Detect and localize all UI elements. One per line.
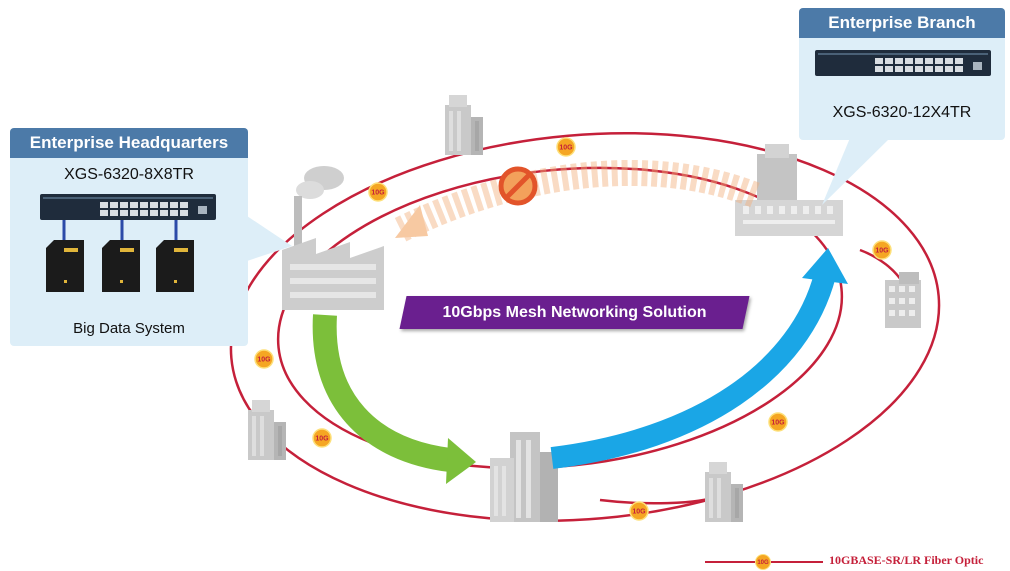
branch-callout: Enterprise Branch XGS-6320-12X4TR xyxy=(799,8,1005,140)
solution-banner: 10Gbps Mesh Networking Solution xyxy=(399,296,750,329)
server-icon xyxy=(156,240,194,292)
link-badge-label: 10G xyxy=(315,436,329,443)
server-icon xyxy=(46,240,84,292)
link-badge-label: 10G xyxy=(771,420,785,427)
green-flow-arrowhead xyxy=(446,438,476,484)
legend-badge-icon: 10G xyxy=(755,554,771,570)
link-badge-label: 10G xyxy=(371,190,385,197)
blue-flow-arrowhead xyxy=(802,248,848,284)
branch-equipment xyxy=(815,50,991,76)
building-icon xyxy=(445,95,483,155)
link-badge-label: 10G xyxy=(875,248,889,255)
building-icon xyxy=(248,400,286,460)
branch-callout-pointer xyxy=(822,138,890,205)
blue-flow-arrow xyxy=(550,272,836,469)
link-badge-label: 10G xyxy=(257,357,271,364)
prohibited-icon xyxy=(498,166,538,206)
server-icon xyxy=(102,240,140,292)
link-badge-icon: 10G xyxy=(368,182,388,202)
green-flow-arrow xyxy=(312,314,452,472)
hq-callout-pointer xyxy=(244,214,292,262)
branch-switch-model: XGS-6320-12X4TR xyxy=(832,104,972,121)
link-badge-icon: 10G xyxy=(312,428,332,448)
factory-icon xyxy=(282,166,384,310)
branch-building-icon xyxy=(735,144,843,236)
legend-label: 10GBASE-SR/LR Fiber Optic xyxy=(829,553,984,567)
building-icon xyxy=(885,272,921,328)
link-badge-icon: 10G xyxy=(768,412,788,432)
hq-equipment xyxy=(40,194,216,292)
link-badge-icon: 10G xyxy=(556,137,576,157)
switch-icon xyxy=(40,194,216,220)
link-badge-icon: 10G xyxy=(629,501,649,521)
hq-callout: Enterprise Headquarters XGS-6320-8X8TR B… xyxy=(10,128,248,346)
switch-icon xyxy=(815,50,991,76)
building-icon xyxy=(705,462,743,522)
hq-server-label: Big Data System xyxy=(73,320,185,337)
hq-switch-model: XGS-6320-8X8TR xyxy=(64,166,194,183)
blocked-path-arrowhead xyxy=(395,205,428,238)
link-badge-label: 10G xyxy=(559,145,573,152)
building-icon xyxy=(490,432,558,522)
branch-title: Enterprise Branch xyxy=(799,8,1005,38)
legend: 10G 10GBASE-SR/LR Fiber Optic xyxy=(705,552,1010,570)
solution-banner-text: 10Gbps Mesh Networking Solution xyxy=(442,304,707,321)
hq-title: Enterprise Headquarters xyxy=(10,128,248,158)
fiber-ring-outer xyxy=(229,131,941,523)
link-badge-icon: 10G xyxy=(254,349,274,369)
blocked-path-arrow xyxy=(394,159,760,242)
link-badge-label: 10G xyxy=(632,509,646,516)
link-badge-icon: 10G xyxy=(872,240,892,260)
